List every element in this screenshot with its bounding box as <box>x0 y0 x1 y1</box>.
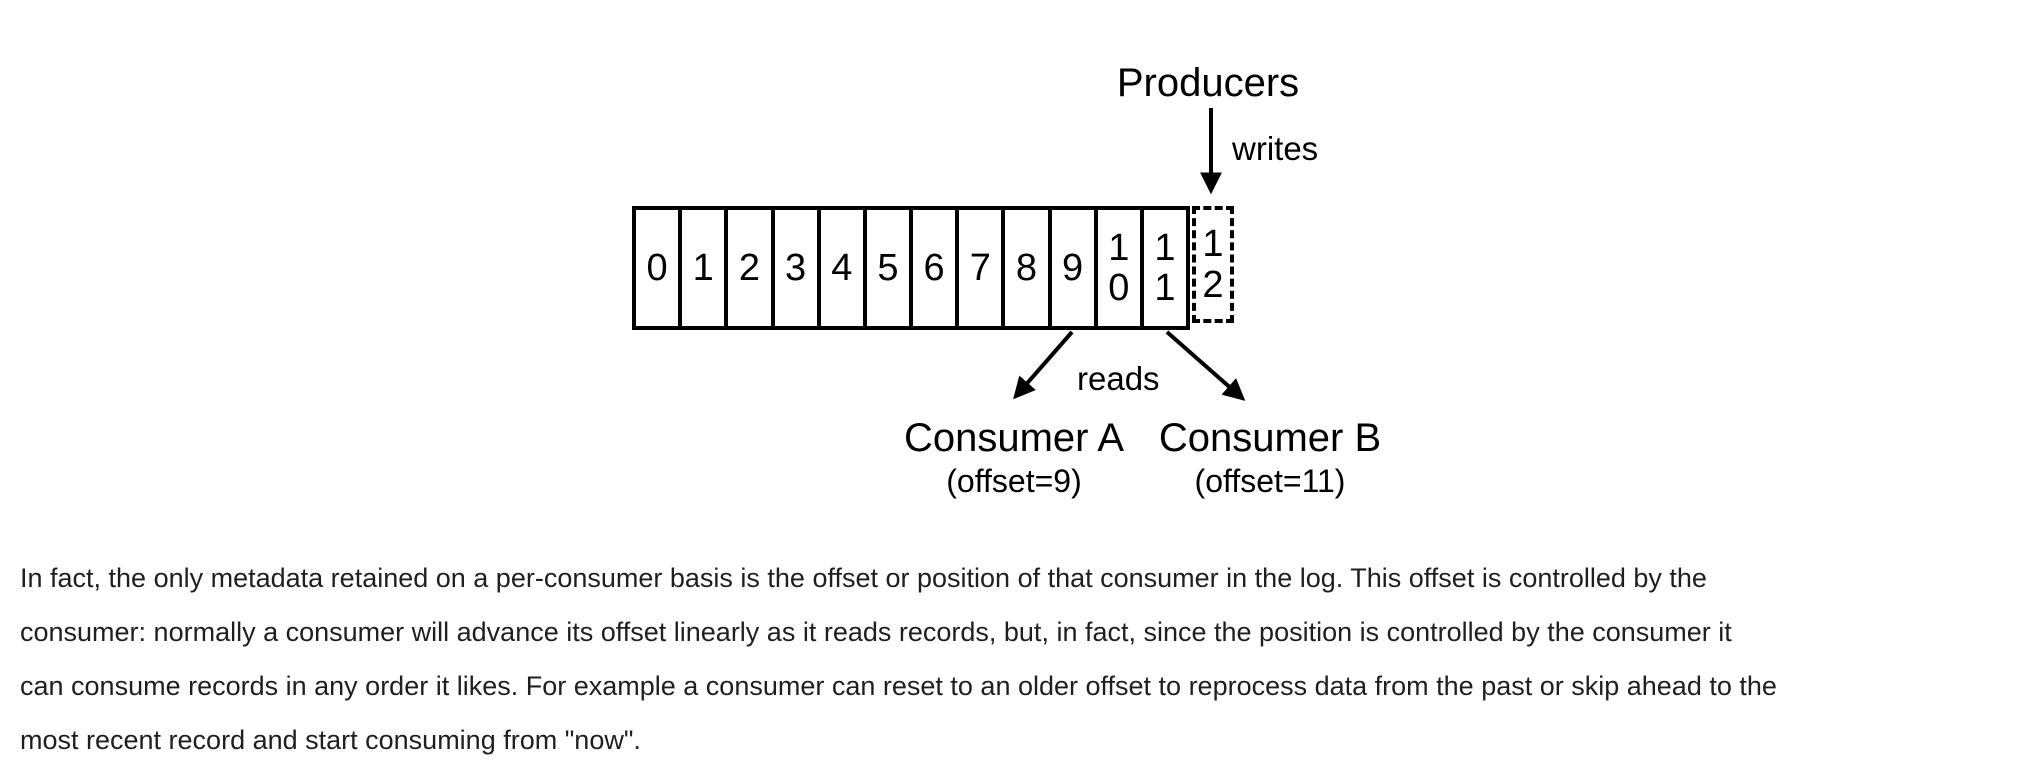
log-cell-label: 10 <box>1108 226 1130 309</box>
consumer-a-offset: (offset=9) <box>946 463 1082 499</box>
log-cell: 9 <box>1047 206 1098 330</box>
log-cell-label: 3 <box>785 246 807 289</box>
log-cell: 7 <box>955 206 1006 330</box>
log-cell: 11 <box>1139 206 1191 330</box>
reads-arrow-consumer-b <box>1165 330 1246 401</box>
log-cell: 6 <box>909 206 960 330</box>
consumer-b-block: Consumer B (offset=11) <box>1159 414 1381 500</box>
reads-label: reads <box>1077 360 1160 397</box>
body-paragraph: In fact, the only metadata retained on a… <box>20 551 1777 767</box>
log-cell: 4 <box>816 206 867 330</box>
log-cell: 2 <box>724 206 775 330</box>
log-cell-label: 8 <box>1015 246 1038 289</box>
producers-label: Producers <box>1116 61 1300 105</box>
log-cell-label: 4 <box>831 246 853 289</box>
log-cell-label: 1 <box>692 246 714 289</box>
log-cell: 5 <box>862 206 914 330</box>
log-cell-label: 12 <box>1202 223 1224 306</box>
log-cell-next-write: 12 <box>1192 206 1234 323</box>
log-row: 0 1 2 3 4 5 6 7 8 9 10 11 <box>632 206 1191 330</box>
consumer-a-block: Consumer A (offset=9) <box>904 414 1124 500</box>
log-cell-label: 5 <box>877 246 899 289</box>
log-cell-label: 6 <box>923 246 945 289</box>
log-cell-label: 9 <box>1062 246 1084 289</box>
log-cell-label: 11 <box>1154 226 1176 309</box>
reads-arrow-consumer-a <box>1013 330 1074 400</box>
consumer-a-label: Consumer A <box>903 416 1125 460</box>
consumer-b-offset: (offset=11) <box>1194 463 1346 499</box>
paragraph-line: most recent record and start consuming f… <box>20 725 641 755</box>
paragraph-line: In fact, the only metadata retained on a… <box>20 563 1707 593</box>
paragraph-line: consumer: normally a consumer will advan… <box>20 617 1732 647</box>
log-cell: 1 <box>678 206 729 330</box>
log-cell-label: 0 <box>646 246 668 289</box>
log-cell: 0 <box>632 206 683 330</box>
log-cell-label: 7 <box>969 246 991 289</box>
paragraph-line: can consume records in any order it like… <box>20 671 1777 701</box>
consumer-b-label: Consumer B <box>1158 416 1382 460</box>
writes-label: writes <box>1232 130 1319 167</box>
log-cell-label: 2 <box>738 246 760 289</box>
log-cell: 3 <box>770 206 821 330</box>
log-cell: 10 <box>1093 206 1144 330</box>
log-cell: 8 <box>1001 206 1052 330</box>
